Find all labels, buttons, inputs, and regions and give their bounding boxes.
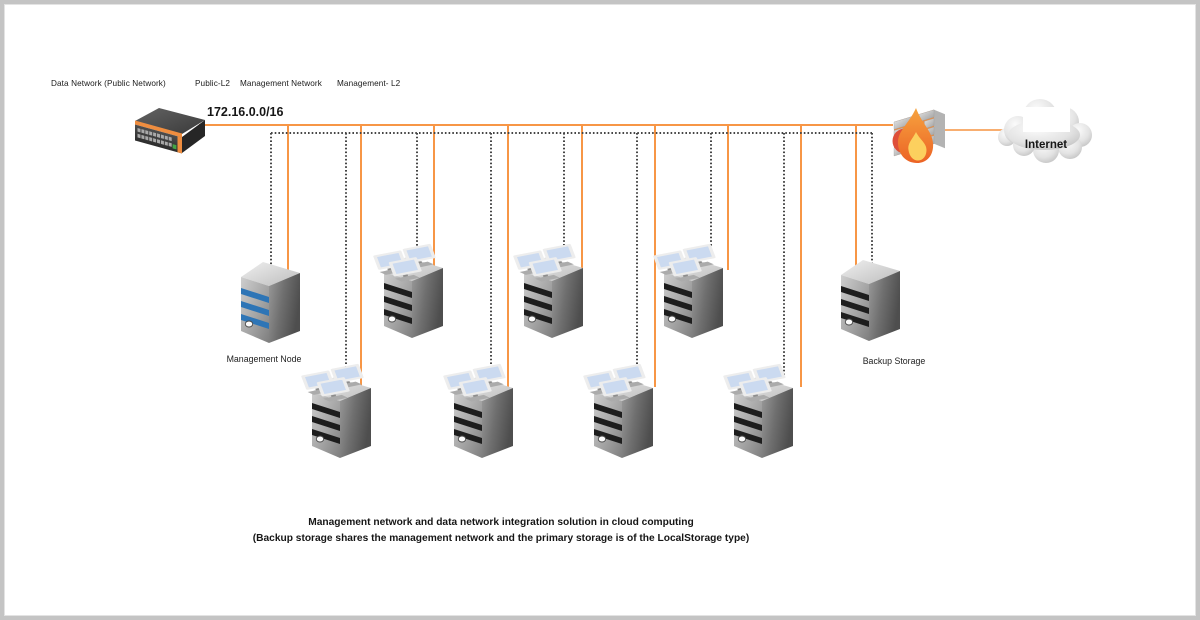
legend-data-network: Data Network (Public Network) xyxy=(51,79,166,88)
vm-host-1 xyxy=(375,245,444,339)
vm-host-2 xyxy=(515,245,584,339)
management-network-links xyxy=(270,132,873,375)
internet-cloud: Internet xyxy=(998,99,1092,163)
network-legend: Data Network (Public Network) Public-L2 Ma… xyxy=(51,79,401,88)
management-node: Management Node xyxy=(227,261,302,364)
caption-line-2: (Backup storage shares the management ne… xyxy=(253,533,750,544)
caption-line-1: Management network and data network inte… xyxy=(308,517,693,528)
network-diagram: Data Network (Public Network)Public-L2Ma… xyxy=(51,79,1092,544)
backup-storage-label: Backup Storage xyxy=(863,356,926,366)
legend-mgmt-l2: Management- L2 xyxy=(337,79,401,88)
internet-label: Internet xyxy=(1025,139,1067,151)
vm-host-6 xyxy=(585,365,654,459)
data-network-links xyxy=(199,124,1010,387)
network-switch-icon xyxy=(135,108,205,154)
subnet-label: 172.16.0.0/16 xyxy=(207,105,284,119)
diagram-caption: Management network and data network inte… xyxy=(253,517,750,544)
cloud-label-box xyxy=(1023,107,1070,132)
management-node-label: Management Node xyxy=(227,354,302,364)
vm-host-7 xyxy=(725,365,794,459)
backup-storage-icon xyxy=(840,259,901,342)
backup-storage: Backup Storage xyxy=(840,259,926,366)
vm-host-5 xyxy=(445,365,514,459)
vm-host-3 xyxy=(655,245,724,339)
legend-public-l2: Public-L2 xyxy=(195,79,230,88)
management-node-icon xyxy=(240,261,301,344)
firewall-icon xyxy=(892,108,945,163)
legend-mgmt-network: Management Network xyxy=(240,79,323,88)
